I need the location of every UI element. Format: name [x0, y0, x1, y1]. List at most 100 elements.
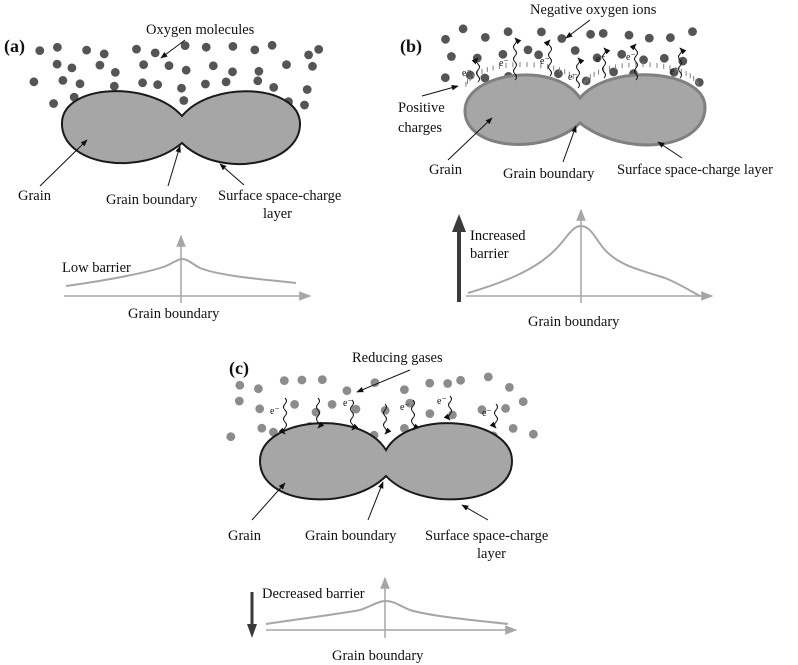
reducing-gas-molecule: [351, 404, 361, 414]
low-barrier-label: Low barrier: [62, 260, 131, 276]
reducing-gas-molecule: [235, 380, 245, 390]
increased-barrier-curve: [467, 224, 701, 297]
electron-squiggle: [443, 395, 452, 421]
oxygen-molecule: [67, 63, 77, 73]
oxygen-molecule: [95, 60, 105, 70]
space-charge-layer-label: Surface space-charge: [218, 188, 341, 204]
electron-squiggle: [316, 397, 325, 429]
oxygen-molecule: [253, 76, 263, 86]
grain-label-arrow-c: [251, 482, 286, 521]
reducing-gas-molecule: [342, 386, 352, 396]
negative-oxygen-ion: [480, 73, 490, 83]
oxygen-molecule: [221, 77, 231, 87]
reducing-gas-molecule: [483, 372, 493, 382]
panel-c: (c) e⁻e⁻e⁻e⁻e⁻ Reducing gases Grain Grai…: [226, 350, 548, 664]
negative-oxygen-ion: [570, 46, 580, 55]
electron-label: e⁻: [596, 54, 606, 65]
oxygen-molecule: [164, 61, 174, 70]
oxygen-molecule: [314, 45, 324, 54]
oxygen-molecule: [132, 44, 141, 54]
reducing-gas-molecule: [425, 378, 435, 388]
decreased-barrier-curve: [265, 599, 509, 625]
electron-label: e⁻: [270, 406, 280, 417]
reducing-gas-molecule: [279, 376, 289, 385]
negative-oxygen-ion: [617, 49, 627, 59]
oxygen-molecule: [82, 45, 91, 55]
oxygen-molecule: [304, 50, 313, 60]
oxygen-molecule: [139, 60, 149, 69]
oxygen-label-arrow: [160, 39, 186, 59]
negative-oxygen-ion: [644, 33, 654, 43]
panel-a: (a) Oxygen molecules Grain Grain boundar…: [4, 22, 341, 322]
reducing-gas-molecule: [297, 375, 307, 385]
axis-grain-boundary-label: Grain boundary: [128, 306, 220, 322]
oxygen-molecule: [308, 61, 317, 71]
space-charge-arrow-c: [461, 504, 489, 521]
reducing-gas-molecule: [370, 378, 380, 387]
grain-boundary-label-c: Grain boundary: [305, 528, 397, 544]
panel-c-tag: (c): [229, 358, 249, 379]
oxygen-molecule: [153, 80, 163, 89]
oxygen-molecule: [75, 79, 85, 89]
negative-oxygen-ion: [503, 27, 513, 37]
low-barrier-curve: [65, 257, 297, 287]
oxygen-molecules-label: Oxygen molecules: [146, 22, 255, 38]
oxygen-molecule: [250, 45, 260, 55]
negative-oxygen-ion: [557, 34, 567, 43]
electron-label: e⁻: [462, 68, 472, 79]
oxygen-molecule: [138, 78, 148, 88]
reducing-gas-molecule: [257, 423, 267, 433]
grain-label-c: Grain: [228, 528, 262, 544]
reducing-gas-molecule: [400, 423, 409, 433]
increased-barrier-label: Increased: [470, 228, 526, 244]
negative-oxygen-ion: [581, 76, 591, 86]
panel-a-tag: (a): [4, 36, 25, 57]
gases-label-arrow: [356, 369, 411, 393]
oxygen-molecule: [208, 61, 218, 71]
negative-oxygen-ion: [624, 30, 634, 40]
panel-b: (b) e⁻e⁻e⁻e⁻e⁻e⁻e⁻ Negative oxygen ions …: [398, 2, 773, 330]
negative-oxygen-ion: [586, 29, 595, 39]
negative-oxygen-ion: [440, 73, 450, 83]
oxygen-molecule: [110, 68, 120, 77]
oxygen-molecule: [53, 42, 62, 52]
negative-oxygen-ion: [639, 55, 648, 65]
reducing-gas-molecule: [456, 375, 465, 385]
electron-label: e⁻: [343, 398, 353, 409]
oxygen-molecule: [254, 66, 264, 76]
oxygen-molecule: [201, 42, 211, 52]
negative-oxygen-ion: [678, 56, 688, 66]
negative-oxygen-ion: [598, 29, 608, 38]
reducing-gas-molecule: [400, 385, 409, 394]
negative-oxygen-ion: [498, 49, 508, 59]
increase-arrow-head: [452, 214, 466, 232]
electron-squiggle: [513, 37, 522, 81]
oxygen-molecule: [267, 40, 277, 50]
reducing-gas-molecule: [327, 400, 337, 409]
oxygen-molecule: [201, 79, 210, 89]
panel-b-tag: (b): [400, 36, 422, 57]
space-charge-arrow: [219, 163, 245, 186]
negative-oxygen-ion: [447, 52, 456, 61]
electron-squiggle: [543, 39, 552, 77]
electron-label: e⁻: [670, 66, 680, 77]
oxygen-molecule: [179, 96, 189, 105]
reducing-gas-molecule: [501, 404, 510, 413]
oxygen-molecule: [300, 100, 309, 110]
reducing-gas-molecule: [518, 397, 528, 406]
grain-pair-reduced: [258, 422, 514, 501]
negative-oxygen-ion: [458, 24, 468, 34]
electron-squiggle: [278, 397, 287, 435]
reducing-gas-molecule: [477, 405, 487, 415]
negative-oxygen-ion: [480, 33, 490, 42]
positive-charges-arrow: [421, 84, 459, 97]
negative-oxygen-ion: [688, 27, 697, 36]
electron-squiggle: [350, 399, 359, 431]
oxygen-molecule: [35, 46, 45, 55]
electron-squiggle: [471, 57, 480, 83]
electron-squiggle: [383, 403, 392, 435]
decreased-barrier-label: Decreased barrier: [262, 586, 365, 602]
reducing-gas-molecule: [405, 398, 415, 408]
space-charge-layer-label-2: layer: [263, 206, 292, 222]
